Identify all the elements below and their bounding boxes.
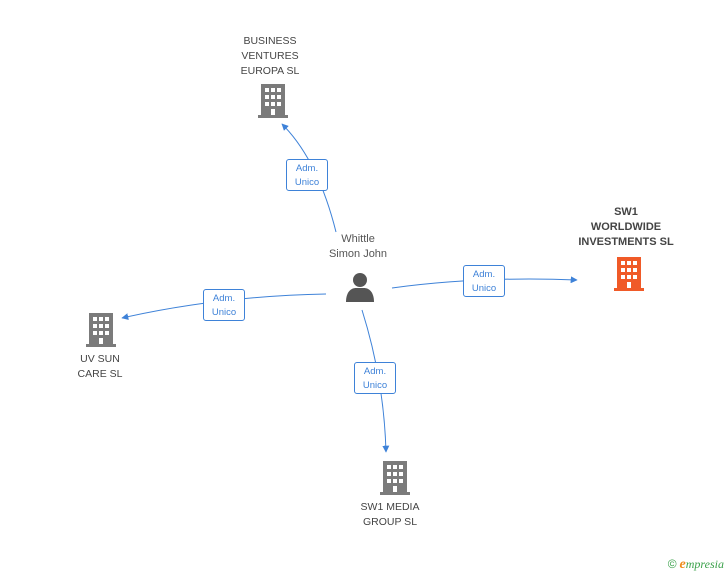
edge-label-line1: Adm. <box>363 366 387 377</box>
company-label-uv-sun[interactable]: UV SUN CARE SL <box>77 353 123 380</box>
brand-initial: e <box>679 557 686 572</box>
edge-label-sw1-media: Adm. Unico <box>354 362 396 394</box>
copyright-symbol: © <box>667 557 677 571</box>
edge-label-sw1-worldwide: Adm. Unico <box>463 265 505 297</box>
person-label[interactable]: Whittle Simon John <box>328 233 388 260</box>
building-icon[interactable] <box>258 84 288 118</box>
edge-label-uv-sun: Adm. Unico <box>203 289 245 321</box>
company-label-sw1-worldwide[interactable]: SW1 WORLDWIDE INVESTMENTS SL <box>578 206 674 248</box>
building-icon[interactable] <box>86 313 116 347</box>
building-icon-highlight[interactable] <box>614 257 644 291</box>
brand-name: mpresia <box>685 557 724 571</box>
company-label-sw1-media[interactable]: SW1 MEDIA GROUP SL <box>360 501 420 528</box>
edge-label-business-ventures: Adm. Unico <box>286 159 328 191</box>
empresia-watermark: ©empresia <box>668 557 724 573</box>
edge-label-line1: Adm. <box>212 293 236 304</box>
building-icon[interactable] <box>380 461 410 495</box>
edge-label-line2: Unico <box>211 307 237 318</box>
edge-label-line1: Adm. <box>472 269 496 280</box>
company-label-business-ventures[interactable]: BUSINESS VENTURES EUROPA SL <box>240 35 300 77</box>
edge-label-line2: Unico <box>471 283 497 294</box>
edge-label-line2: Unico <box>294 177 320 188</box>
edge-label-line2: Unico <box>362 380 388 391</box>
person-icon[interactable] <box>346 273 374 302</box>
edge-label-line1: Adm. <box>295 163 319 174</box>
